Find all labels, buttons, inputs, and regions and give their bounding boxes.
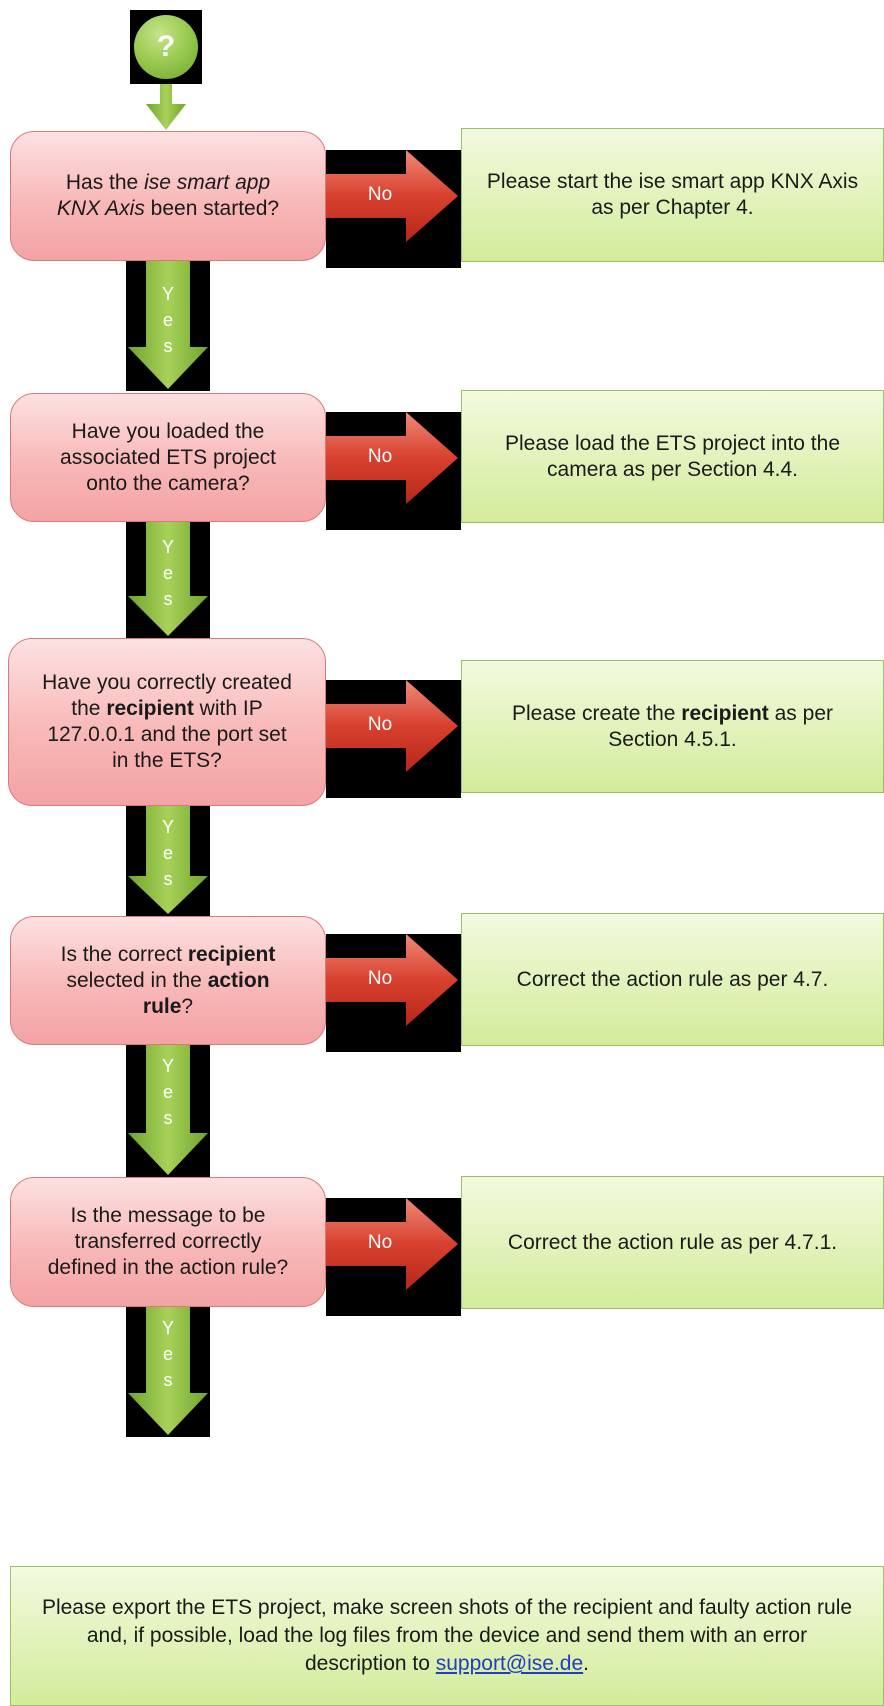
text-run: selected in the <box>66 968 208 992</box>
yes-letter: Y <box>161 1318 174 1338</box>
final-instruction-box: Please export the ETS project, make scre… <box>10 1566 884 1706</box>
text-run: Have you loaded the associated ETS proje… <box>60 419 276 495</box>
bold-text: recipient <box>187 942 276 966</box>
green-arrow-icon <box>128 522 208 636</box>
yes-letter: e <box>162 310 173 330</box>
start-arrow-icon <box>146 84 186 130</box>
yes-connector-4: Y e s <box>126 1045 210 1177</box>
question-text-5: Is the message to be transferred correct… <box>43 1203 293 1281</box>
red-arrow-icon <box>326 150 458 242</box>
green-arrow-icon <box>128 806 208 914</box>
question-box-4: Is the correct recipient selected in the… <box>10 916 326 1045</box>
answer-text-4: Correct the action rule as per 4.7. <box>517 967 829 993</box>
text-run: as per Section 4.5.1. <box>608 701 833 751</box>
question-text-1: Has the ise smart app KNX Axis been star… <box>43 170 293 222</box>
no-connector-3: No <box>326 680 461 798</box>
question-text-3: Have you correctly created the recipient… <box>41 670 293 774</box>
green-arrow-icon <box>128 1045 208 1175</box>
final-text: Please export the ETS project, make scre… <box>41 1596 853 1675</box>
text-run: Please create the <box>511 701 682 725</box>
no-label-5: No <box>367 1232 393 1253</box>
red-arrow-icon <box>326 412 458 504</box>
text-run: Please start the ise smart app KNX Axis … <box>486 170 859 219</box>
final-instruction-text: Please export the ETS project, make scre… <box>41 1594 853 1678</box>
yes-connector-5: Y e s <box>126 1307 210 1437</box>
yes-letter: e <box>162 1082 173 1102</box>
yes-letter: s <box>163 1370 173 1390</box>
text-run: Is the message to be transferred correct… <box>47 1204 289 1279</box>
yes-letter: Y <box>161 817 174 837</box>
no-label-3: No <box>367 714 393 735</box>
text-run: with IP 127.0.0.1 and the port set in th… <box>47 697 287 772</box>
question-box-1: Has the ise smart app KNX Axis been star… <box>10 131 326 261</box>
answer-text-2: Please load the ETS project into the cam… <box>476 431 869 483</box>
answer-box-3: Please create the recipient as per Secti… <box>461 660 884 793</box>
answer-text-5: Correct the action rule as per 4.7.1. <box>508 1230 837 1256</box>
text-run: ? <box>181 994 194 1018</box>
green-arrow-icon <box>128 261 208 389</box>
text-run: Is the correct <box>60 942 188 966</box>
red-arrow-icon <box>326 680 458 772</box>
start-node: ? <box>130 10 202 84</box>
yes-connector-1: Y e s <box>126 261 210 391</box>
bold-text: recipient <box>681 701 769 725</box>
question-text-4: Is the correct recipient selected in the… <box>43 942 293 1020</box>
text-run: Has the <box>65 171 145 194</box>
yes-letter: Y <box>161 537 174 557</box>
no-label-2: No <box>367 446 393 467</box>
yes-connector-2: Y e s <box>126 522 210 638</box>
answer-text-3: Please create the recipient as per Secti… <box>476 701 869 753</box>
question-box-2: Have you loaded the associated ETS proje… <box>10 393 326 522</box>
text-run: Have you correctly created the <box>42 671 292 720</box>
italic-text: ise smart app KNX Axis <box>56 171 271 220</box>
answer-box-2: Please load the ETS project into the cam… <box>461 390 884 523</box>
no-connector-5: No <box>326 1198 461 1316</box>
no-label-1: No <box>367 184 393 205</box>
no-connector-2: No <box>326 412 461 530</box>
yes-letter: Y <box>161 1056 174 1076</box>
text-run: Please load the ETS project into the cam… <box>504 431 841 481</box>
support-email-link[interactable]: support@ise.de <box>435 1652 584 1675</box>
yes-letter: e <box>162 1344 173 1364</box>
bold-text: recipient <box>106 697 194 720</box>
text-run: been started? <box>144 197 280 220</box>
start-symbol: ? <box>156 30 176 63</box>
yes-letter: s <box>163 869 173 889</box>
yes-letter: s <box>163 1108 173 1128</box>
answer-box-1: Please start the ise smart app KNX Axis … <box>461 128 884 262</box>
red-arrow-icon <box>326 934 458 1026</box>
question-box-3: Have you correctly created the recipient… <box>8 638 326 806</box>
yes-letter: e <box>162 563 173 583</box>
yes-letter: s <box>163 336 173 356</box>
question-mark-icon: ? <box>134 15 198 79</box>
red-arrow-icon <box>326 1198 458 1290</box>
answer-text-1: Please start the ise smart app KNX Axis … <box>476 169 869 221</box>
no-connector-4: No <box>326 934 461 1052</box>
answer-box-5: Correct the action rule as per 4.7.1. <box>461 1176 884 1309</box>
question-box-5: Is the message to be transferred correct… <box>10 1177 326 1307</box>
bold-text: action rule <box>142 968 270 1018</box>
yes-letter: s <box>163 589 173 609</box>
no-connector-1: No <box>326 150 461 268</box>
question-text-2: Have you loaded the associated ETS proje… <box>43 419 293 497</box>
yes-letter: Y <box>161 284 174 304</box>
answer-box-4: Correct the action rule as per 4.7. <box>461 913 884 1046</box>
yes-connector-3: Y e s <box>126 806 210 916</box>
text-run: Correct the action rule as per 4.7. <box>516 967 829 991</box>
yes-letter: e <box>162 843 173 863</box>
green-arrow-icon <box>128 1307 208 1435</box>
text-run: Correct the action rule as per 4.7.1. <box>507 1230 838 1254</box>
no-label-4: No <box>367 968 393 989</box>
final-text-end: . <box>583 1652 589 1675</box>
